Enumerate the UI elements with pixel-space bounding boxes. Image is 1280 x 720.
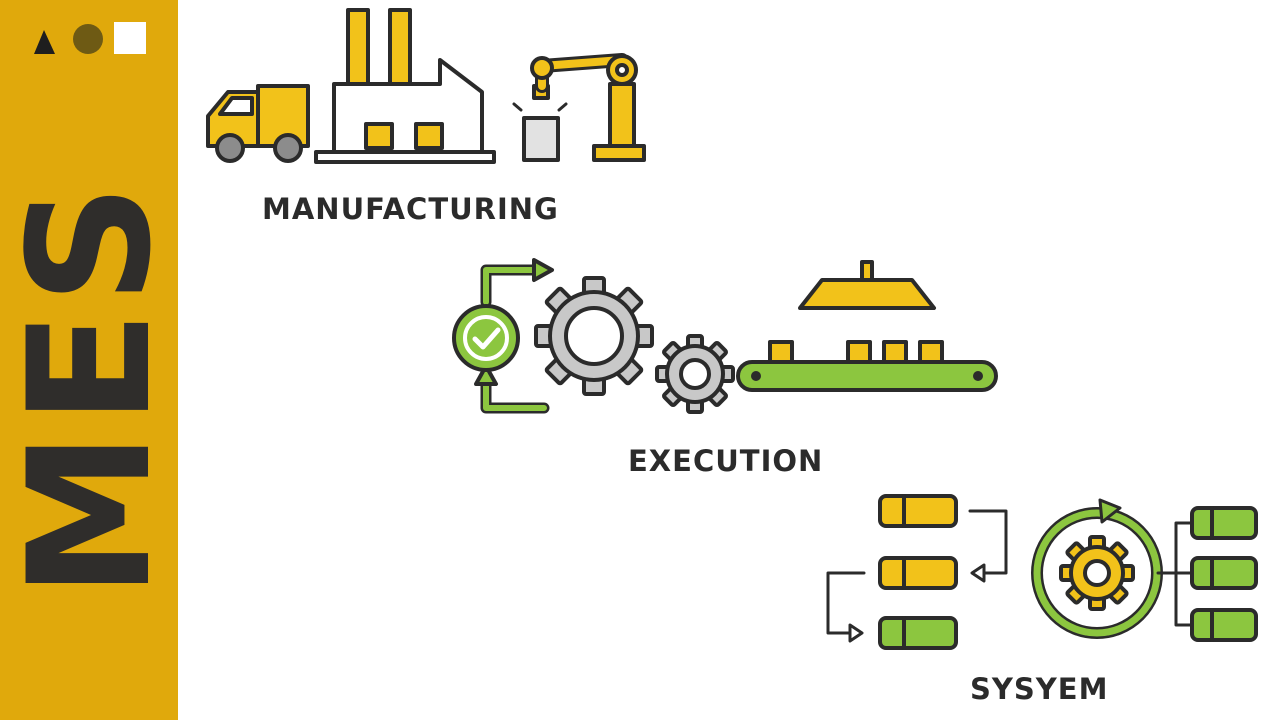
sidebar-panel: MES [0,0,188,720]
brand-logo [34,22,146,54]
triangle-icon [34,30,55,54]
cycle-gear-icon [1031,498,1163,639]
gear-icon-large [534,276,654,396]
factory-icon [314,8,496,164]
output-blocks-icon [1156,506,1258,642]
gear-icon-small [655,334,735,414]
flow-blocks-icon [826,494,1008,650]
system-label: SYSYEM [970,672,1109,706]
circle-icon [73,24,103,54]
execution-label: EXECUTION [628,444,824,478]
conveyor-icon [736,260,998,392]
manufacturing-label: MANUFACTURING [262,192,559,226]
cycle-arrows-icon [474,258,554,414]
square-icon [114,22,146,54]
check-icon [452,304,520,372]
truck-icon [206,84,310,163]
robotic-arm-icon [512,53,646,162]
